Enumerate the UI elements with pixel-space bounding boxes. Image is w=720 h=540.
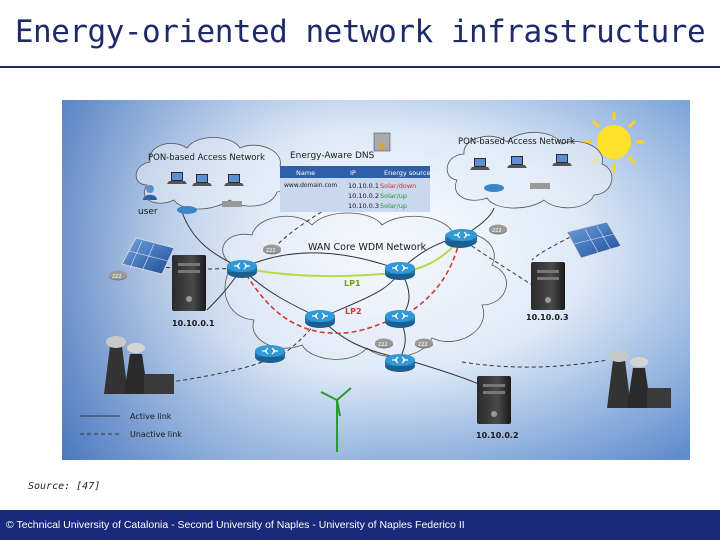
title-divider xyxy=(0,66,720,68)
dns-header-energy: Energy source xyxy=(384,169,430,177)
router-icon xyxy=(384,353,416,373)
dns-table-header-bg xyxy=(280,166,430,178)
server-right-ip: 10.10.0.3 xyxy=(526,313,569,322)
router-icon xyxy=(304,309,336,329)
dns-energy-cell-3: Solar/up xyxy=(380,202,407,210)
user-icon xyxy=(143,185,157,200)
footer-bar: © Technical University of Catalonia - Se… xyxy=(0,510,720,540)
dns-header-name: Name xyxy=(296,169,315,177)
dns-ip-cell-3: 10.10.0.3 xyxy=(348,202,379,210)
lp2-label: LP2 xyxy=(345,307,362,316)
dns-title: Energy-Aware DNS xyxy=(290,151,375,161)
slide-title: Energy-oriented network infrastructure xyxy=(14,14,706,50)
dns-ip-cell-1: 10.10.0.1 xyxy=(348,182,379,190)
source-note: Source: [47] xyxy=(28,481,101,492)
switch-icon xyxy=(177,206,197,214)
user-label: user xyxy=(138,207,158,217)
server-icon xyxy=(172,255,206,311)
network-diagram: user Energy-Aware DNS Name IP Energy sou… xyxy=(62,100,690,460)
legend-active-label: Active link xyxy=(130,412,172,421)
svg-text:222: 222 xyxy=(266,248,276,254)
dns-energy-cell-2: Solar/up xyxy=(380,192,407,200)
svg-text:222: 222 xyxy=(492,228,502,234)
sun-icon xyxy=(584,112,644,172)
switch-icon xyxy=(222,201,242,207)
metric-badge: 222 xyxy=(489,224,507,235)
solar-panel-icon xyxy=(121,237,175,275)
power-plant-icon xyxy=(104,336,174,394)
metric-badge: 222 xyxy=(415,338,433,349)
server-icon xyxy=(531,262,565,310)
svg-text:222: 222 xyxy=(418,342,428,348)
dns-server-icon xyxy=(373,132,391,152)
dns-ip-cell-2: 10.10.0.2 xyxy=(348,192,379,200)
router-icon xyxy=(384,261,416,281)
dns-name-cell: www.domain.com xyxy=(284,182,337,189)
lp2-path xyxy=(241,267,401,334)
lp1-label: LP1 xyxy=(344,279,361,288)
server-left-ip: 10.10.0.1 xyxy=(172,319,215,328)
wan-label: WAN Core WDM Network xyxy=(308,242,427,253)
pon-left-label: PON-based Access Network xyxy=(148,153,265,163)
router-icon xyxy=(226,259,258,279)
footer-text: © Technical University of Catalonia - Se… xyxy=(6,519,465,531)
dns-header-ip: IP xyxy=(350,169,356,177)
svg-text:222: 222 xyxy=(112,274,122,280)
metric-badge: 222 xyxy=(263,244,281,255)
router-icon xyxy=(446,228,478,248)
pon-right-label: PON-based Access Network xyxy=(458,137,575,147)
dns-energy-cell-1: Solar/down xyxy=(380,182,416,190)
router-icon xyxy=(254,344,286,364)
wind-turbine-icon xyxy=(320,387,352,452)
svg-text:222: 222 xyxy=(378,342,388,348)
pon-left-cloud xyxy=(135,137,293,210)
server-icon xyxy=(477,376,511,424)
switch-icon xyxy=(484,184,504,192)
server-bottom-ip: 10.10.0.2 xyxy=(476,431,519,440)
dns-table-body-bg xyxy=(280,178,430,212)
metric-badge: 222 xyxy=(375,338,393,349)
power-plant-icon xyxy=(607,350,671,408)
solar-panel-icon xyxy=(566,221,622,259)
router-icon xyxy=(384,309,416,329)
legend-inactive-label: Unactive link xyxy=(130,430,182,439)
switch-icon xyxy=(530,183,550,189)
metric-badge: 222 xyxy=(109,270,127,281)
